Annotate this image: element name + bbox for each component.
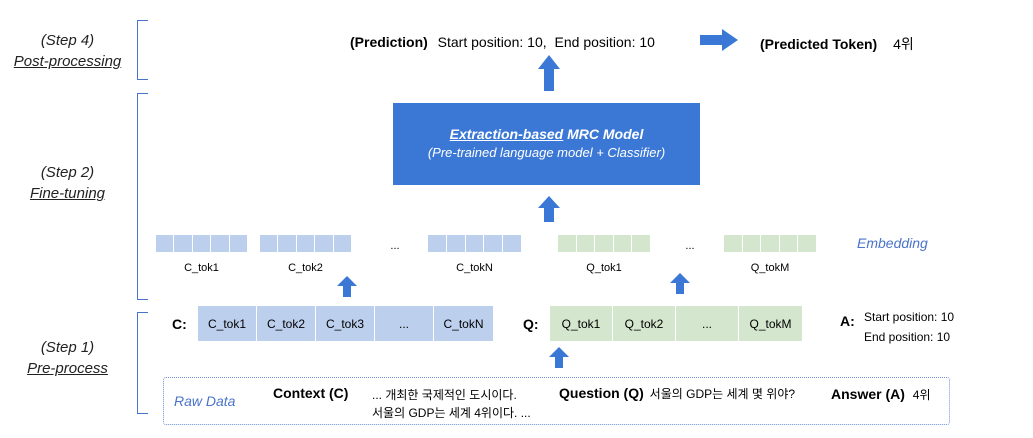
model-title-underlined: Extraction-based xyxy=(449,126,564,142)
raw-question-label: Question (Q) xyxy=(559,385,644,401)
step2-name: Fine-tuning xyxy=(29,185,106,202)
embedding-question-tok1 xyxy=(558,235,650,252)
embedding-label-q1: Q_tok1 xyxy=(586,262,622,274)
embedding-question-tokM xyxy=(724,235,816,252)
prediction-start: Start position: 10, xyxy=(437,34,547,50)
model-subtitle: (Pre-trained language model + Classifier… xyxy=(427,145,666,160)
embedding-context-tok1 xyxy=(156,235,248,252)
up-arrow-icon xyxy=(337,276,357,297)
raw-data-label: Raw Data xyxy=(174,393,236,409)
raw-answer: Answer (A) 4위 xyxy=(831,386,931,403)
predicted-token-row: (Predicted Token) 4위 xyxy=(760,34,914,54)
prediction-end: End position: 10 xyxy=(554,34,655,50)
step4-label: (Step 4) Post-processing xyxy=(0,30,135,72)
up-arrow-icon xyxy=(538,55,560,91)
embedding-label: Embedding xyxy=(857,235,928,251)
answer-positions: Start position: 10 End position: 10 xyxy=(864,307,954,347)
context-token: C_tokN xyxy=(434,306,493,341)
answer-end: End position: 10 xyxy=(864,330,951,344)
question-token: Q_tokM xyxy=(739,306,802,341)
model-title: Extraction-based MRC Model xyxy=(393,126,700,142)
context-token: C_tok2 xyxy=(257,306,316,341)
raw-context-line1: ... 개최한 국제적인 도시이다. xyxy=(372,388,517,402)
mrc-model-box: Extraction-based MRC Model (Pre-trained … xyxy=(393,103,700,185)
embedding-label-cN: C_tokN xyxy=(456,262,493,274)
step1-bracket xyxy=(137,312,148,414)
up-arrow-icon xyxy=(538,196,560,222)
embedding-label-c1: C_tok1 xyxy=(184,262,219,274)
raw-answer-label: Answer (A) xyxy=(831,386,905,402)
context-tokens-row: C_tok1 C_tok2 C_tok3 ... C_tokN xyxy=(198,306,493,341)
raw-data-box xyxy=(163,377,950,425)
step4-title: (Step 4) xyxy=(40,32,95,49)
step2-title: (Step 2) xyxy=(40,164,95,181)
step1-name: Pre-process xyxy=(27,360,108,377)
embedding-label-c2: C_tok2 xyxy=(288,262,323,274)
question-token: ... xyxy=(676,306,739,341)
raw-context-text: ... 개최한 국제적인 도시이다. 서울의 GDP는 세계 4위이다. ... xyxy=(372,386,531,422)
answer-label: A: xyxy=(840,313,855,329)
step4-name: Post-processing xyxy=(13,53,122,70)
embedding-ellipsis-c: ... xyxy=(390,240,400,252)
context-tokens-label: C: xyxy=(172,316,187,332)
raw-context-label: Context (C) xyxy=(273,385,349,401)
raw-context-line2: 서울의 GDP는 세계 4위이다. ... xyxy=(372,406,531,420)
raw-question-text: 서울의 GDP는 세계 몇 위야? xyxy=(649,387,796,401)
step1-title: (Step 1) xyxy=(40,339,95,356)
step1-label: (Step 1) Pre-process xyxy=(0,337,135,379)
question-token: Q_tok1 xyxy=(550,306,613,341)
context-token: C_tok1 xyxy=(198,306,257,341)
predicted-token-value: 4위 xyxy=(893,36,914,52)
up-arrow-icon xyxy=(549,347,569,368)
embedding-context-tokN xyxy=(428,235,521,252)
raw-question: Question (Q) 서울의 GDP는 세계 몇 위야? xyxy=(559,385,795,402)
up-arrow-icon xyxy=(670,273,690,294)
right-arrow-icon xyxy=(700,29,738,51)
embedding-label-qM: Q_tokM xyxy=(750,262,790,274)
context-token: ... xyxy=(375,306,434,341)
question-token: Q_tok2 xyxy=(613,306,676,341)
raw-answer-text: 4위 xyxy=(912,388,931,402)
context-token: C_tok3 xyxy=(316,306,375,341)
answer-start: Start position: 10 xyxy=(864,310,955,324)
step2-label: (Step 2) Fine-tuning xyxy=(0,162,135,204)
prediction-row: (Prediction) Start position: 10, End pos… xyxy=(350,34,655,50)
question-tokens-row: Q_tok1 Q_tok2 ... Q_tokM xyxy=(550,306,802,341)
model-title-rest: MRC Model xyxy=(563,126,644,142)
predicted-token-label: (Predicted Token) xyxy=(760,36,878,52)
question-tokens-label: Q: xyxy=(523,316,539,332)
step4-bracket xyxy=(137,20,148,80)
embedding-ellipsis-q: ... xyxy=(685,240,695,252)
embedding-context-tok2 xyxy=(260,235,352,252)
prediction-label: (Prediction) xyxy=(350,34,428,50)
step2-bracket xyxy=(137,93,148,300)
